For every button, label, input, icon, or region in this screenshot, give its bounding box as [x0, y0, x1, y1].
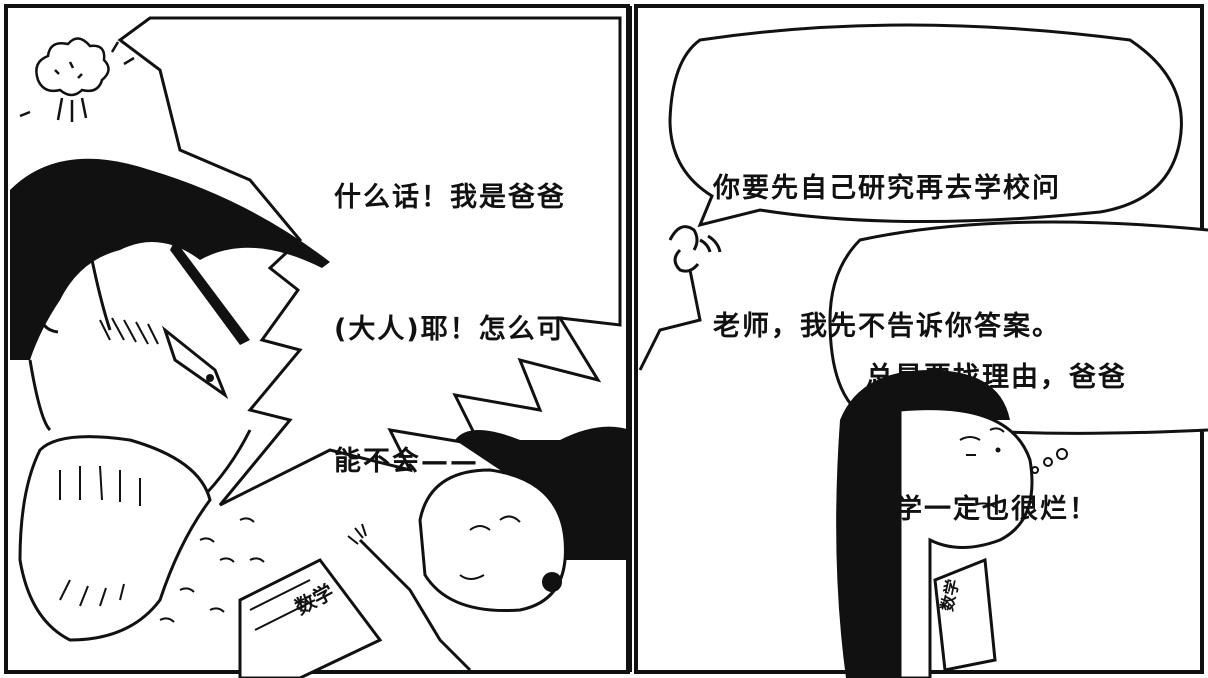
- child-speech-line-2: 老师，我先不告诉你答案。: [713, 311, 1061, 342]
- anger-puff-icon: [19, 37, 135, 122]
- shout-bubble: [117, 16, 622, 507]
- father-speech-line-3: 能不会——: [334, 446, 479, 477]
- father-speech-line-2: (大人)耶！怎么可: [334, 314, 566, 345]
- math-book-right: [933, 557, 997, 672]
- math-book-left: [238, 558, 383, 678]
- girl-thought-line-1: 总是要找理由，爸爸: [866, 362, 1127, 393]
- pointing-hand: [638, 225, 722, 371]
- child-speech-text: 你要先自己研究再去学校问 老师，我先不告诉你答案。: [713, 74, 1061, 396]
- child-figure-left: [347, 426, 630, 672]
- father-speech-line-1: 什么话！我是爸爸: [334, 182, 566, 213]
- father-speech-text: 什么话！我是爸爸 (大人)耶！怎么可 能不会——: [334, 88, 566, 528]
- girl-thought-line-2: 数学一定也很烂！: [866, 494, 1098, 525]
- girl-thought-text: 总是要找理由，爸爸 数学一定也很烂！: [866, 268, 1127, 576]
- speech-bubble-child: [668, 23, 1183, 228]
- girl-figure: [836, 370, 1034, 678]
- child-speech-line-1: 你要先自己研究再去学校问: [713, 173, 1061, 204]
